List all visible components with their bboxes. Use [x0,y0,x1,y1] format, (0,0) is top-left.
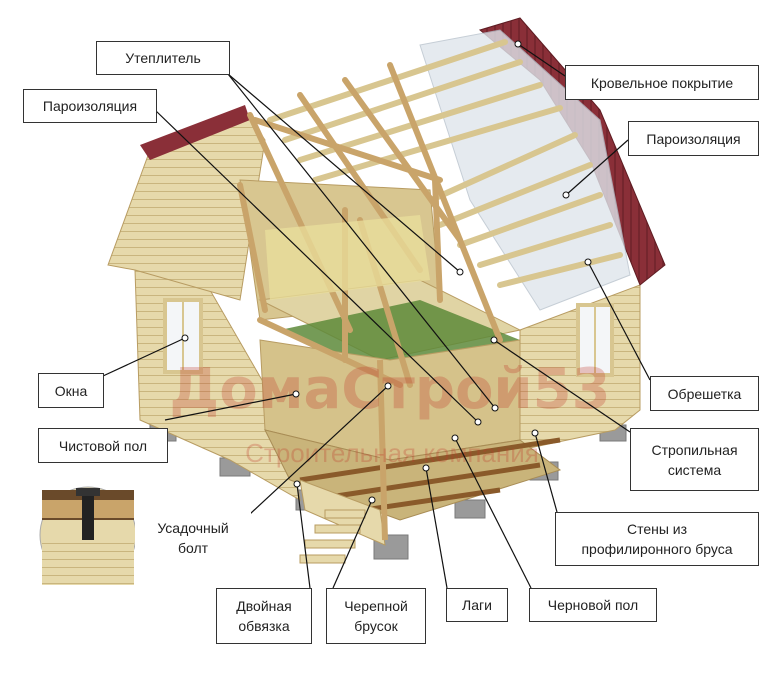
watermark-tagline: Строительная компания [245,438,539,468]
label-shrink-bolt: Усадочный болт [135,509,251,567]
label-finish-floor: Чистовой пол [38,428,168,463]
label-windows: Окна [38,373,104,408]
label-vapor-barrier-left: Пароизоляция [23,89,157,123]
roof-edge-left [140,105,250,160]
watermark-brand: ДомаСтрой53 [169,357,610,422]
label-walls: Стены из профилиронного бруса [555,512,759,566]
vapor-barrier-sheet [419,29,631,311]
window-right [576,303,614,377]
label-joists: Лаги [446,588,508,622]
label-roofing: Кровельное покрытие [565,65,759,100]
leader-dots [181,40,592,504]
label-double-binding: Двойная обвязка [216,588,312,644]
label-vapor-barrier-right: Пароизоляция [628,121,759,156]
label-cranial-bar: Черепной брусок [326,588,426,644]
label-rafter-system: Стропильная система [630,428,759,491]
window-left [163,298,203,374]
label-insulation: Утеплитель [96,41,230,75]
shrink-bolt-detail [39,486,137,585]
label-subfloor: Черновой пол [529,588,657,622]
leader-lines [102,43,651,589]
label-lathing: Обрешетка [650,376,759,411]
insulation-panels [265,215,430,300]
